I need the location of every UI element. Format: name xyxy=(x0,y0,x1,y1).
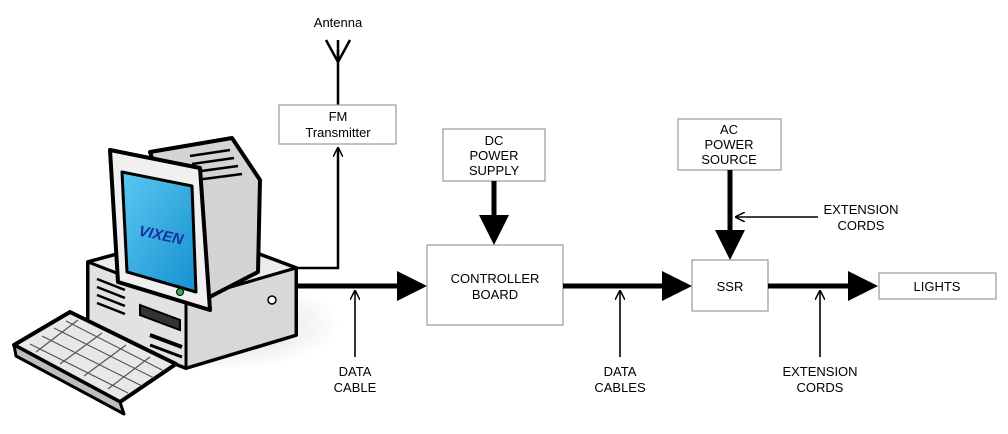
disk-drive-slot xyxy=(139,303,181,332)
dc-power-supply-box: DC POWER SUPPLY xyxy=(442,128,546,182)
computer-vents xyxy=(96,277,126,316)
lights-label: LIGHTS xyxy=(914,279,961,294)
data-cables-line2: CABLES xyxy=(594,380,646,395)
data-cables-line1: DATA xyxy=(604,364,637,379)
ac-power-source-line2: POWER xyxy=(704,137,753,152)
dc-power-supply-line3: SUPPLY xyxy=(469,163,520,178)
keyboard-keys xyxy=(29,319,165,394)
controller-board-line1: CONTROLLER xyxy=(451,271,540,286)
power-button xyxy=(267,295,277,305)
ac-power-source-box: AC POWER SOURCE xyxy=(677,118,782,171)
computer-icon: VIXEN xyxy=(12,136,340,416)
antenna-label: Antenna xyxy=(314,15,363,30)
extension-cords-top-line1: EXTENSION xyxy=(823,202,898,217)
drive-bay-2 xyxy=(149,343,183,359)
ac-power-source-line3: SOURCE xyxy=(701,152,757,167)
monitor-screen xyxy=(120,170,198,294)
monitor-led xyxy=(176,288,184,296)
ac-power-source-line1: AC xyxy=(720,122,738,137)
extension-cords-top-line2: CORDS xyxy=(838,218,885,233)
keyboard-front xyxy=(12,343,126,416)
extension-cords-bottom-line1: EXTENSION xyxy=(782,364,857,379)
fm-transmitter-line1: FM xyxy=(329,109,348,124)
controller-board-line2: BOARD xyxy=(472,287,518,302)
ssr-label: SSR xyxy=(717,279,744,294)
monitor-vents xyxy=(189,148,243,182)
ssr-box: SSR xyxy=(691,259,769,312)
dc-power-supply-line2: POWER xyxy=(469,148,518,163)
controller-board-box: CONTROLLER BOARD xyxy=(426,244,564,326)
data-cable-line1: DATA xyxy=(339,364,372,379)
fm-transmitter-line2: Transmitter xyxy=(305,125,371,140)
fm-transmitter-box: FM Transmitter xyxy=(278,104,397,145)
extension-cords-bottom-line2: CORDS xyxy=(797,380,844,395)
computer-to-fm-line xyxy=(296,148,338,270)
data-cable-line2: CABLE xyxy=(334,380,377,395)
antenna-icon xyxy=(324,39,352,105)
lights-box: LIGHTS xyxy=(878,272,997,300)
dc-power-supply-line1: DC xyxy=(485,133,504,148)
drive-bay xyxy=(149,333,183,349)
